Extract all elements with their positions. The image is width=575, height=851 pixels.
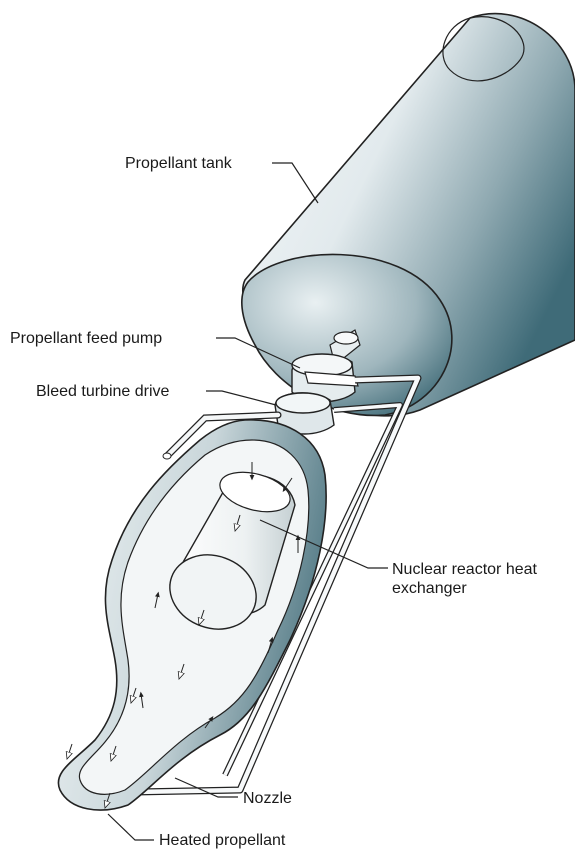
- label-heated-propellant: Heated propellant: [159, 831, 285, 850]
- leader-propellant-tank: [272, 163, 318, 203]
- label-propellant-tank: Propellant tank: [125, 154, 232, 173]
- leader-bleed-turbine: [206, 391, 276, 405]
- label-bleed-turbine-drive: Bleed turbine drive: [36, 382, 169, 401]
- leader-heated-propellant: [108, 814, 154, 840]
- hollow-flow-arrow: [68, 744, 72, 756]
- label-nuclear-reactor-heat-exchanger: Nuclear reactor heat exchanger: [392, 560, 574, 598]
- label-propellant-feed-pump: Propellant feed pump: [10, 329, 162, 348]
- propellant-tank: [242, 14, 575, 416]
- label-nozzle: Nozzle: [243, 789, 292, 808]
